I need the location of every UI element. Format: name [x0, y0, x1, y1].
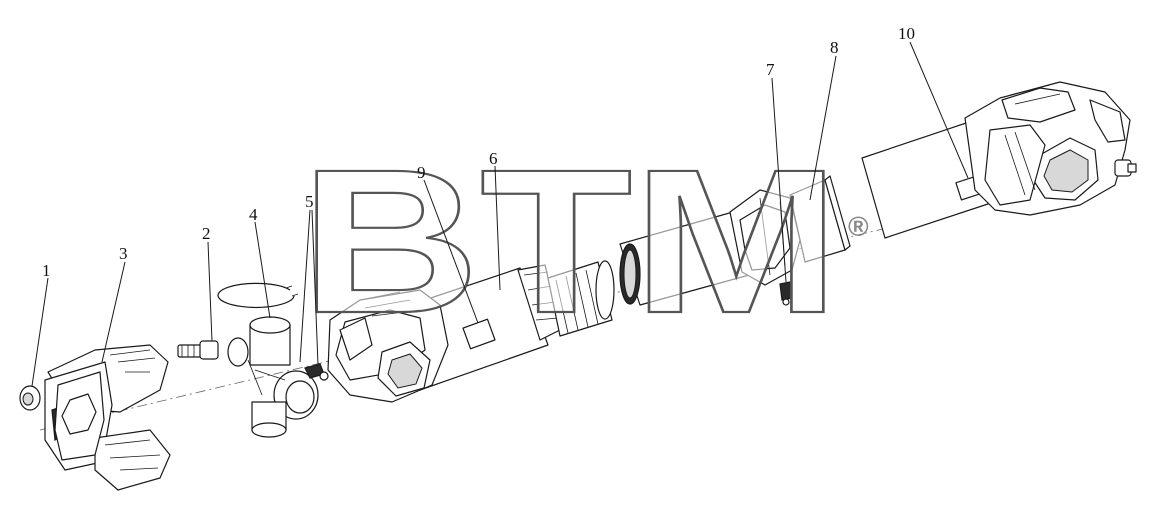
registered-mark: ® [848, 211, 869, 242]
slip-yoke-assembly [327, 260, 615, 403]
callout-4: 4 [249, 205, 258, 224]
callout-10: 10 [898, 24, 915, 43]
part-5-grease-fitting [304, 363, 329, 381]
universal-joint-cross [227, 316, 319, 438]
callout-7: 7 [766, 60, 775, 79]
main-tube-end-yoke [861, 81, 1137, 239]
leader-lines [31, 41, 969, 387]
callout-1: 1 [42, 261, 51, 280]
part-3-flange-yoke [44, 344, 171, 491]
callout-labels: 1 3 2 4 5 9 6 7 8 10 [42, 24, 915, 280]
btm-watermark: BTM ® [299, 126, 869, 357]
part-2-bolt [177, 340, 219, 360]
part-4-snap-ring [217, 282, 299, 308]
slip-tube-section [619, 175, 851, 306]
callout-3: 3 [119, 244, 128, 263]
callout-2: 2 [202, 224, 211, 243]
part-1-nut [19, 385, 41, 411]
callout-5: 5 [305, 192, 314, 211]
callout-6: 6 [489, 149, 498, 168]
callout-8: 8 [830, 38, 839, 57]
watermark-text: BTM [300, 127, 840, 356]
callout-9: 9 [417, 163, 426, 182]
